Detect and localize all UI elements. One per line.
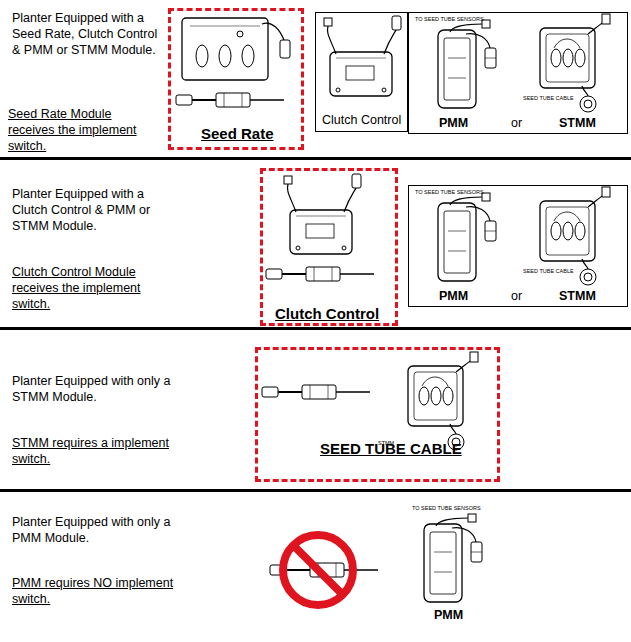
callout-text: TO SEED TUBE SENSORS xyxy=(412,505,481,511)
callout-text: SEED TUBE CABLE xyxy=(523,268,574,274)
callout-text: STMM xyxy=(378,440,394,446)
drawing-stroke xyxy=(438,193,496,281)
drawing-stroke xyxy=(283,535,353,605)
module-name: PMM xyxy=(439,116,468,130)
drawing-stroke xyxy=(262,23,284,40)
module-name: Clutch Control xyxy=(275,305,379,322)
drawing-stroke xyxy=(196,45,208,67)
drawing-stroke xyxy=(424,514,482,602)
drawing-stroke xyxy=(182,18,268,80)
drawing-stroke xyxy=(219,45,231,67)
highlight-box: Clutch Control xyxy=(260,168,398,326)
note-text: STMM requires a implement switch. xyxy=(12,435,192,467)
drawing-stroke xyxy=(324,16,401,96)
drawing-stroke xyxy=(266,267,374,281)
callout-text: TO SEED TUBE SENSORS xyxy=(415,189,484,195)
module-panel: TO SEED TUBE SENSORS PMM or SEED TUBE CABLE… xyxy=(408,12,628,134)
description-text: Planter Equipped with only a PMM Module. xyxy=(12,514,192,546)
module-name: STMM xyxy=(559,116,596,130)
description-text: Planter Equipped with only a STMM Module… xyxy=(12,373,192,405)
note-text: Clutch Control Module receives the imple… xyxy=(12,264,162,312)
callout-text: PMM xyxy=(434,608,463,622)
separator xyxy=(0,327,631,330)
seed-rate-module xyxy=(182,18,290,80)
note-text: PMM requires NO implement switch. xyxy=(12,575,192,607)
drawing-stroke xyxy=(262,385,370,399)
description-text: Planter Equipped with a Seed Rate, Clutc… xyxy=(12,10,164,58)
note-text: Seed Rate Module receives the implement … xyxy=(8,106,160,154)
module-name: PMM xyxy=(439,289,468,303)
description-text: Planter Equipped with a Clutch Control &… xyxy=(12,186,162,234)
module-name: or xyxy=(511,116,522,130)
callout-text: TO SEED TUBE SENSORS xyxy=(415,16,484,22)
drawing-stroke xyxy=(237,31,243,37)
drawing-stroke xyxy=(242,45,254,67)
module-panel: Clutch Control xyxy=(315,12,408,132)
module-name: or xyxy=(511,289,522,303)
drawing-stroke xyxy=(408,352,478,450)
prohibited-harness xyxy=(270,535,378,605)
module-name: Seed Rate xyxy=(201,125,274,142)
drawing-stroke xyxy=(293,545,343,595)
module-name: STMM xyxy=(559,289,596,303)
callout-text: SEED TUBE CABLE xyxy=(523,95,574,101)
module-panel: TO SEED TUBE SENSORS PMM or SEED TUBE CABLE… xyxy=(408,185,628,307)
module-name: Clutch Control xyxy=(322,113,401,127)
separator xyxy=(0,489,631,492)
drawing-stroke xyxy=(176,93,284,107)
separator xyxy=(0,157,631,160)
drawing-stroke xyxy=(190,26,260,27)
drawing-stroke xyxy=(284,174,361,254)
highlight-box: Seed Rate xyxy=(168,8,304,150)
drawing-stroke xyxy=(438,20,496,108)
drawing-stroke xyxy=(280,40,290,58)
highlight-box: SEED TUBE CABLESTMM xyxy=(255,347,500,482)
